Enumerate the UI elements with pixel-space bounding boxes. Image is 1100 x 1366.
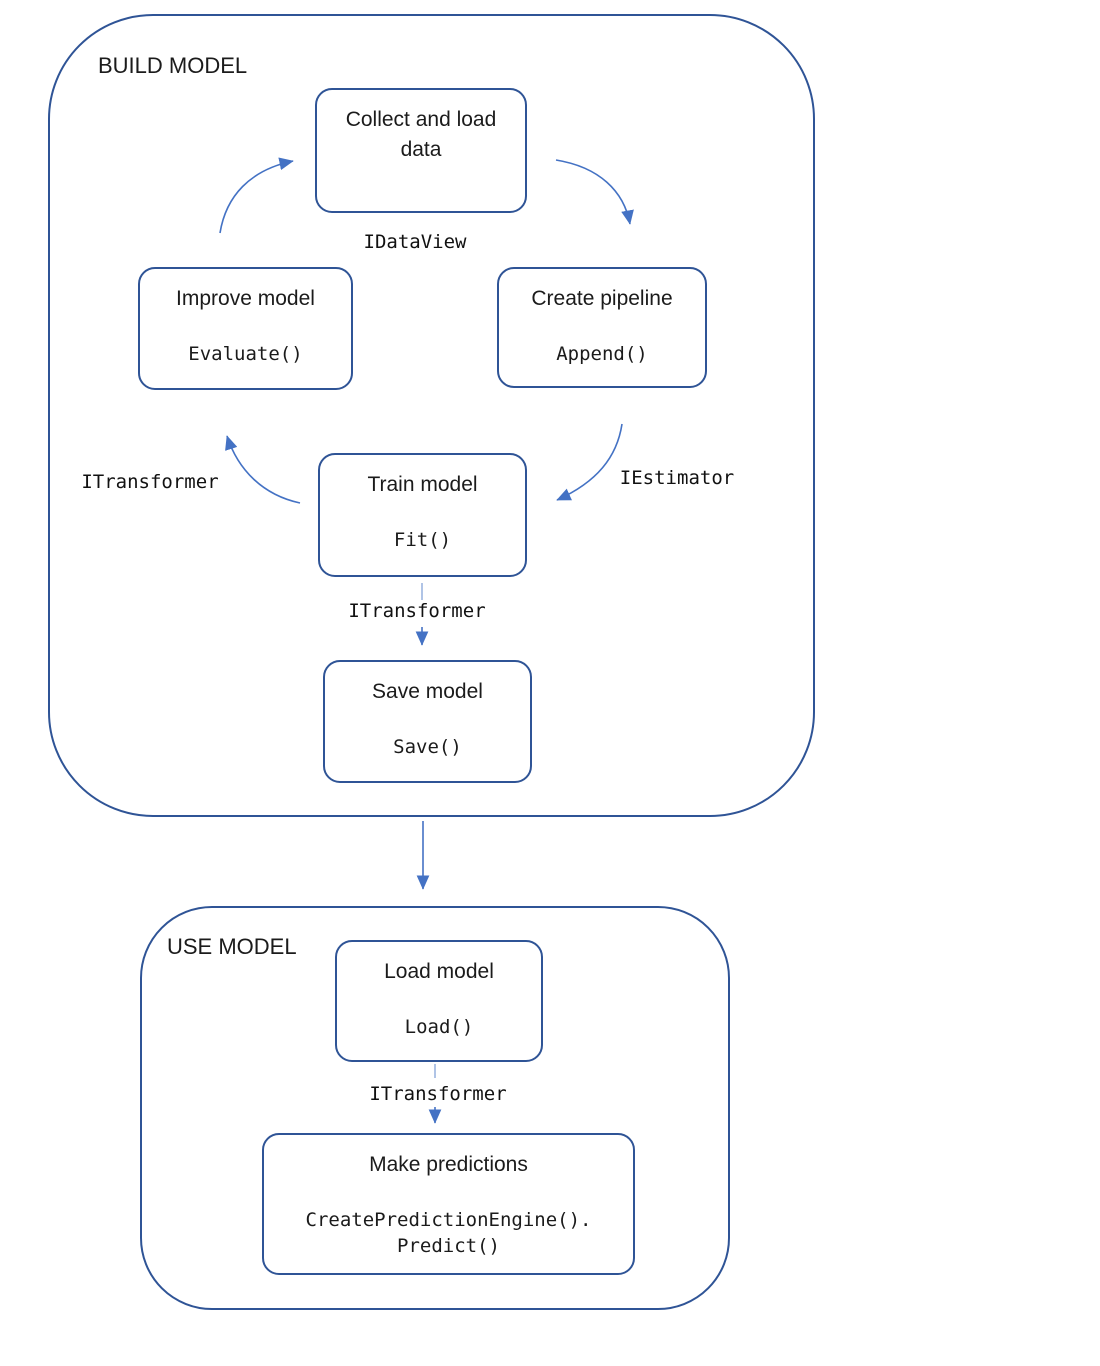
edge-label-itransformer-use: ITransformer [369,1083,507,1105]
node-collect-title: Collect and load data [345,108,497,161]
node-save-model: Save model Save() [323,660,532,783]
build-model-container [48,14,815,817]
node-improve-model: Improve model Evaluate() [138,267,353,390]
edge-label-itransformer-left: ITransformer [81,471,219,493]
use-model-container [140,906,730,1310]
node-predict-title: Make predictions [369,1153,528,1176]
node-load-code: Load() [404,1016,474,1038]
node-create-code: Append() [556,343,648,365]
node-improve-title: Improve model [176,287,315,310]
node-save-title: Save model [372,680,483,703]
node-save-code: Save() [393,736,462,758]
node-collect-and-load-data: Collect and load data [315,88,527,213]
node-create-pipeline: Create pipeline Append() [497,267,707,388]
use-model-label: USE MODEL [167,934,297,959]
edge-label-itransformer-mid: ITransformer [348,600,486,622]
edge-label-iestimator: IEstimator [619,467,735,489]
node-train-code: Fit() [393,529,452,551]
edge-label-idataview: IDataView [363,231,467,253]
node-load-title: Load model [384,960,494,983]
node-train-title: Train model [367,473,478,496]
build-model-label: BUILD MODEL [98,53,248,78]
node-predict-code: CreatePredictionEngine(). Predict() [305,1209,592,1257]
node-make-predictions: Make predictions CreatePredictionEngine(… [262,1133,635,1275]
node-create-title: Create pipeline [531,287,673,310]
node-train-model: Train model Fit() [318,453,527,577]
node-improve-code: Evaluate() [188,343,303,365]
node-load-model: Load model Load() [335,940,543,1062]
